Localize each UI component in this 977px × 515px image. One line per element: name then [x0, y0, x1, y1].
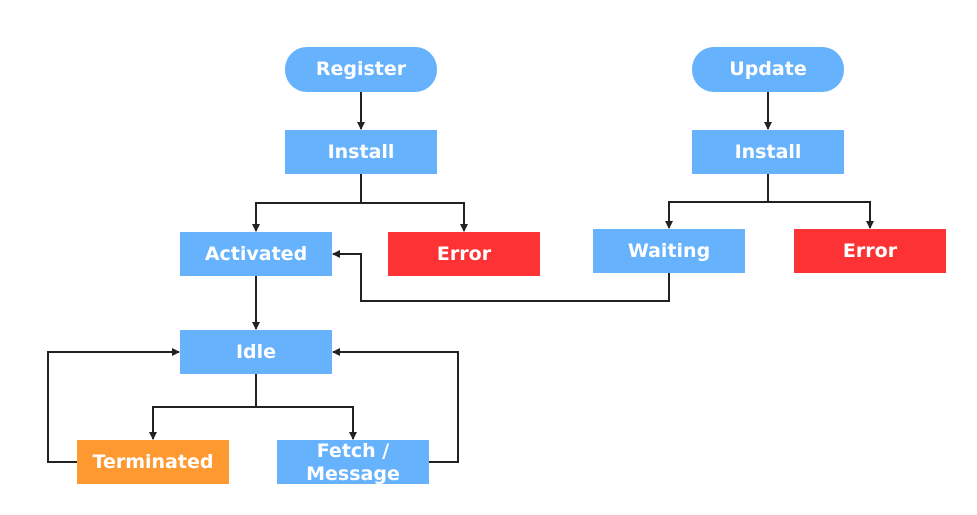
- node-register-label: Register: [315, 58, 407, 80]
- edge-idle-to-terminated: [149, 374, 257, 440]
- node-error-left-label: Error: [436, 242, 492, 265]
- edge-fetch-to-idle: [332, 348, 459, 463]
- node-install-left-label: Install: [327, 140, 395, 163]
- node-update: Update: [692, 47, 844, 92]
- node-fetch-message: Fetch / Message: [277, 439, 429, 485]
- node-install-left: Install: [285, 130, 437, 174]
- edge-terminated-to-idle: [47, 348, 180, 463]
- node-idle: Idle: [180, 330, 332, 374]
- edge-install-to-error: [360, 174, 468, 232]
- edge-install-to-error-right: [767, 174, 874, 229]
- node-fetch-message-label: Fetch / Message: [306, 439, 400, 485]
- node-waiting: Waiting: [593, 229, 745, 273]
- edge-idle-to-fetch: [255, 374, 357, 440]
- node-idle-label: Idle: [235, 340, 277, 363]
- node-install-right-label: Install: [734, 140, 802, 163]
- edge-install-to-waiting: [665, 174, 769, 229]
- node-terminated: Terminated: [77, 440, 229, 484]
- node-error-right: Error: [794, 229, 946, 273]
- node-activated-label: Activated: [204, 242, 308, 265]
- node-install-right: Install: [692, 130, 844, 174]
- node-register: Register: [285, 47, 437, 92]
- edge-waiting-to-activated: [332, 250, 670, 302]
- node-error-left: Error: [388, 232, 540, 276]
- edge-install-to-activated: [252, 174, 362, 232]
- node-waiting-label: Waiting: [627, 239, 711, 262]
- node-error-right-label: Error: [842, 239, 898, 262]
- node-update-label: Update: [729, 58, 807, 80]
- node-activated: Activated: [180, 232, 332, 276]
- node-terminated-label: Terminated: [92, 450, 214, 473]
